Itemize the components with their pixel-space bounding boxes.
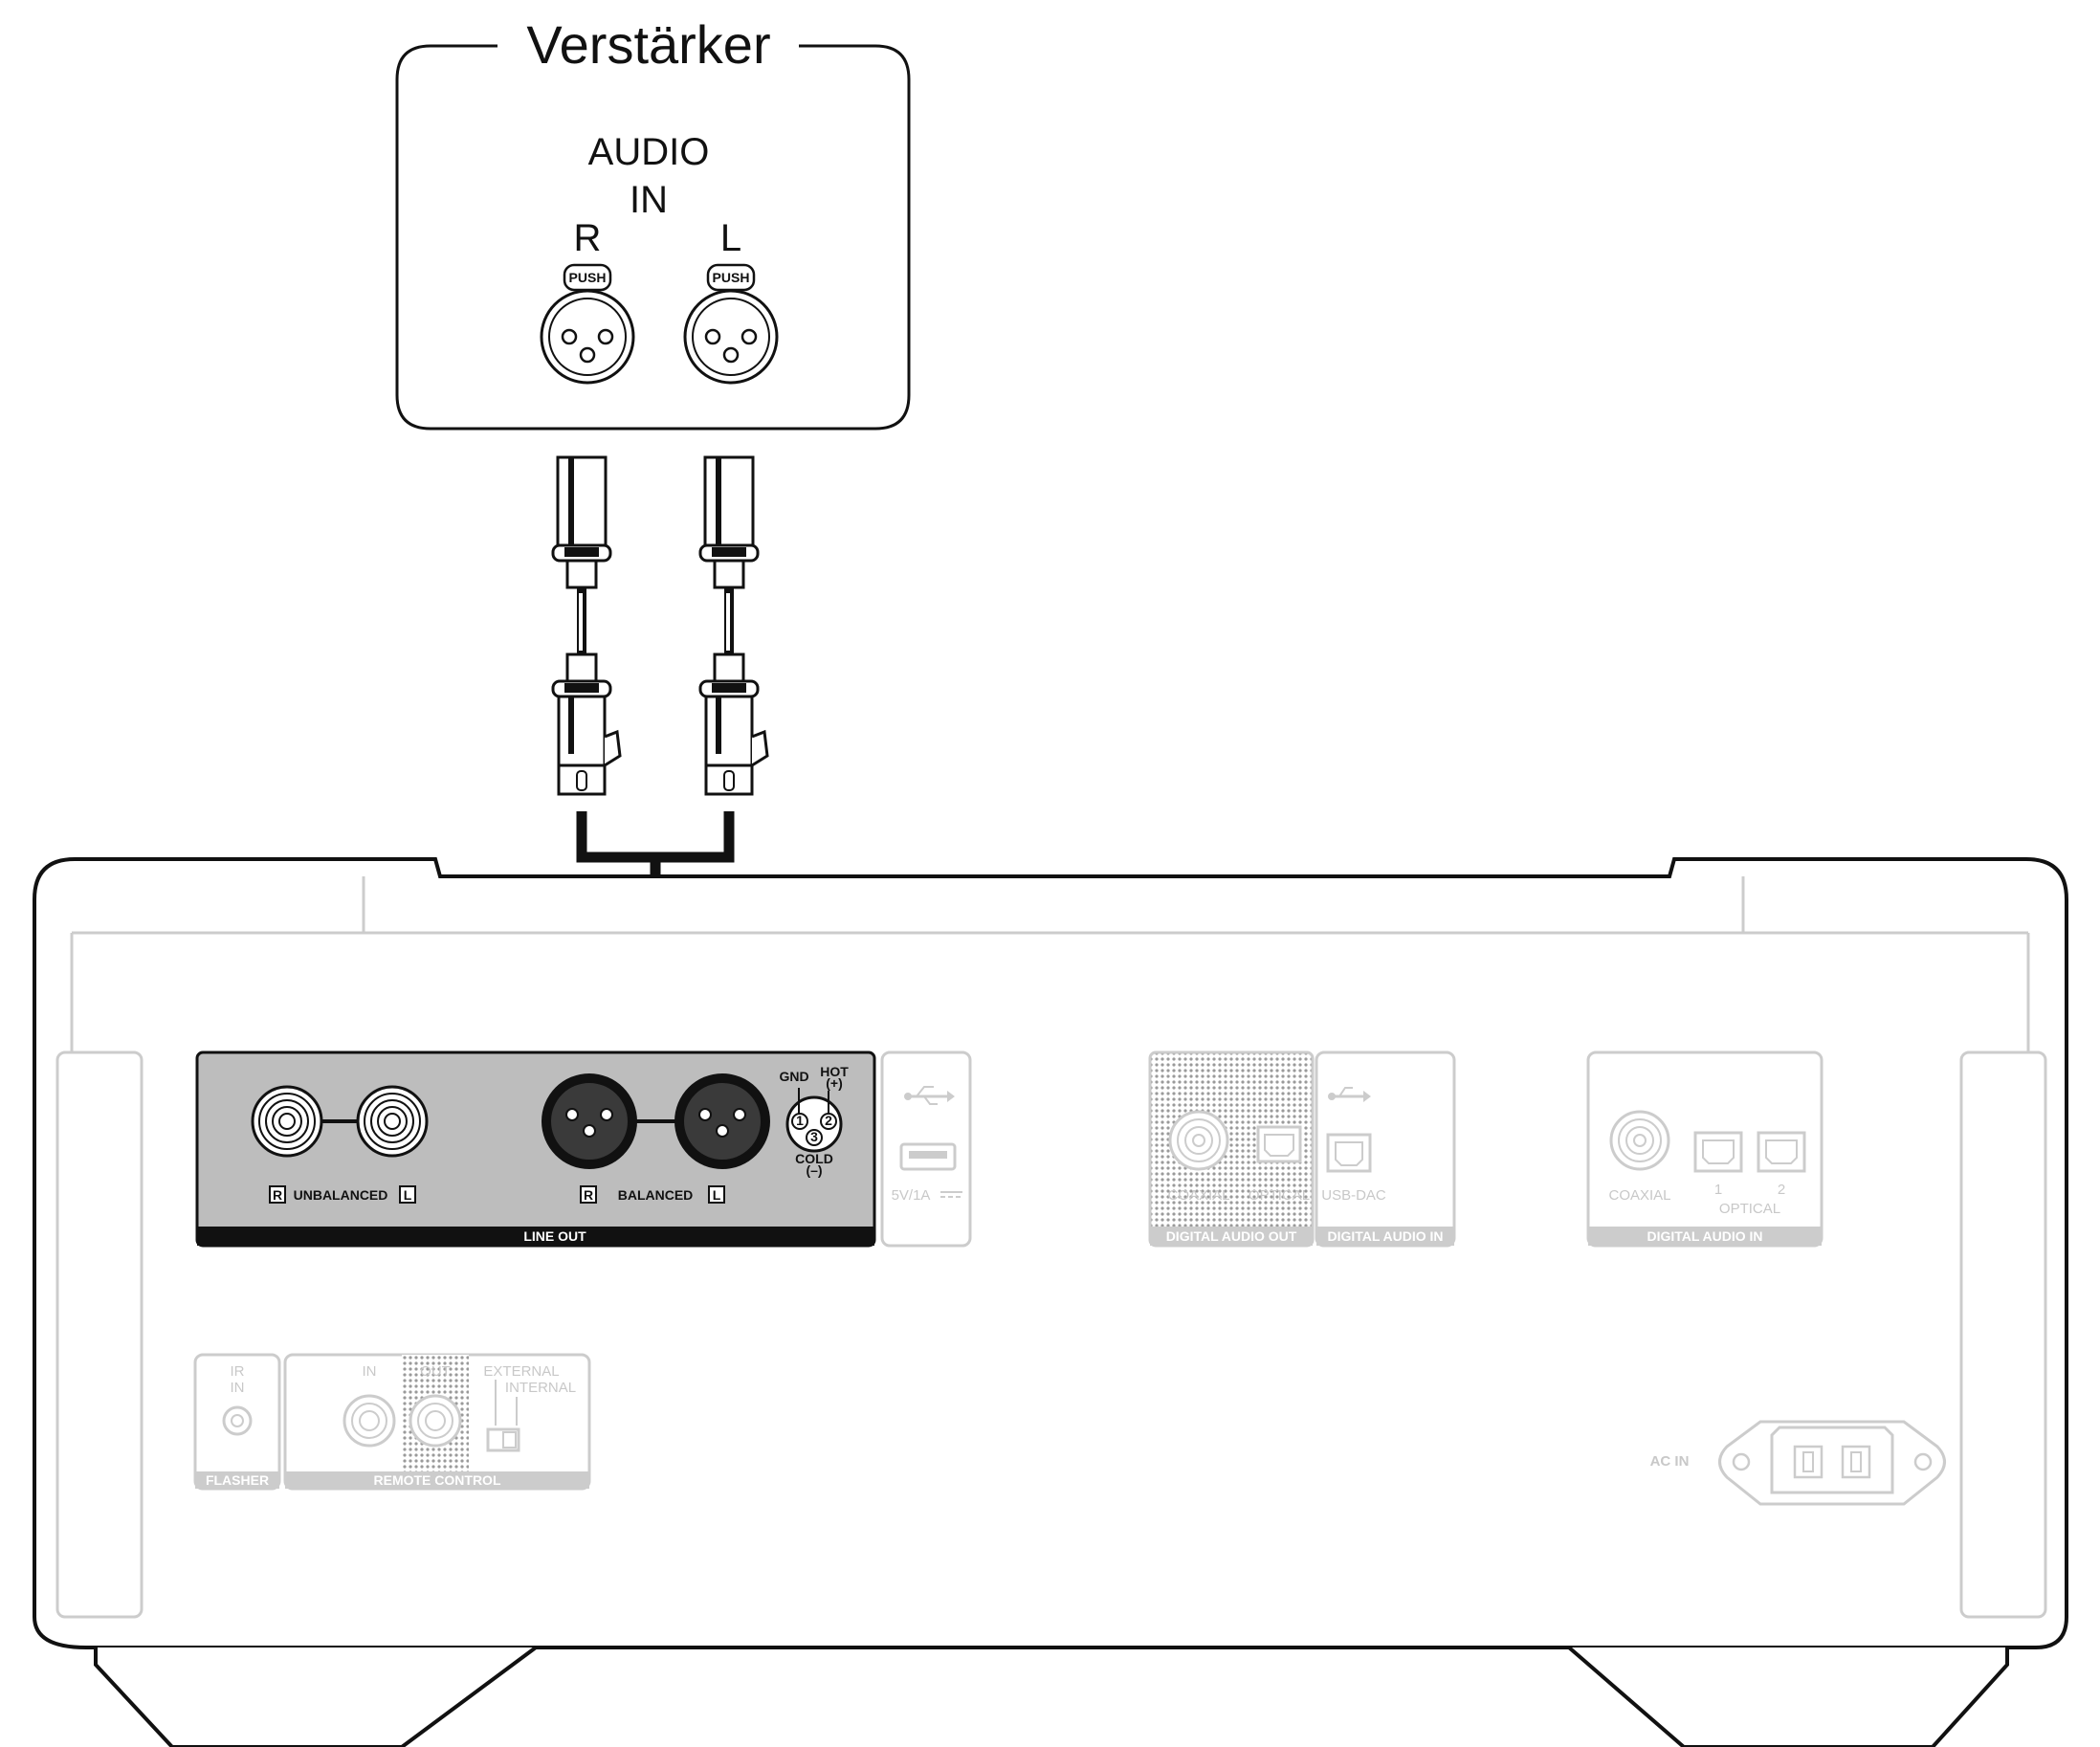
xlr-male-jack-icon	[674, 1073, 770, 1169]
flasher-ir: IR	[231, 1363, 245, 1380]
device-rear-panel	[33, 857, 2068, 1747]
pin-3: 3	[810, 1129, 818, 1144]
pin-gnd: GND	[779, 1069, 808, 1084]
bal-l: L	[713, 1187, 721, 1203]
dai-coaxial: COAXIAL	[1608, 1187, 1670, 1204]
digital-audio-out-panel: DIGITAL AUDIO OUT COAXIAL OPTICAL	[1148, 1050, 1315, 1248]
dai-optical: OPTICAL	[1719, 1201, 1780, 1217]
rc-external: EXTERNAL	[483, 1363, 559, 1380]
amp-channel-r: R	[574, 217, 602, 259]
flasher-label: FLASHER	[206, 1472, 269, 1488]
rca-jack-icon	[1168, 1110, 1229, 1171]
unbal-l: L	[404, 1187, 412, 1203]
line-out-label: LINE OUT	[523, 1228, 586, 1244]
remote-control-label: REMOTE CONTROL	[374, 1472, 501, 1488]
rca-jack-icon	[343, 1394, 396, 1448]
xlr-cable-left	[698, 455, 769, 796]
rc-out: OUT	[420, 1363, 451, 1380]
amplifier-title: Verstärker	[526, 14, 770, 75]
usb-dac-section-label: DIGITAL AUDIO IN	[1327, 1228, 1443, 1244]
pin-hot: HOT	[820, 1064, 849, 1079]
rc-in: IN	[363, 1363, 377, 1380]
rca-jack-icon	[356, 1085, 429, 1158]
audio-in-label-2: IN	[630, 179, 668, 221]
xlr-female-jack-icon: PUSH	[540, 263, 635, 385]
rc-internal: INTERNAL	[505, 1380, 576, 1396]
xlr-male-jack-icon	[542, 1073, 637, 1169]
switch-icon	[486, 1380, 520, 1452]
line-out-panel: LINE OUT R UNBALANCED L	[195, 1050, 876, 1248]
unbalanced-label: UNBALANCED	[294, 1187, 388, 1203]
balanced-label: BALANCED	[618, 1187, 694, 1203]
rca-jack-icon	[251, 1085, 323, 1158]
usb-port: 5V/1A	[880, 1050, 972, 1248]
push-label-r: PUSH	[569, 270, 607, 285]
dao-optical: OPTICAL	[1249, 1187, 1310, 1204]
dai-opt-1: 1	[1714, 1182, 1722, 1198]
pin-cold-sign: (–)	[806, 1162, 822, 1178]
amp-channel-l: L	[720, 217, 741, 259]
usb-icon	[1328, 1087, 1371, 1102]
flasher-in: IN	[231, 1380, 245, 1396]
ac-inlet: AC IN	[1650, 1420, 1946, 1506]
rca-jack-icon	[1609, 1110, 1670, 1171]
push-label-l: PUSH	[713, 270, 750, 285]
unbal-r: R	[273, 1187, 282, 1203]
optical-jack-icon	[1757, 1131, 1806, 1173]
usb-dac-label: USB-DAC	[1321, 1187, 1386, 1204]
ac-in-label: AC IN	[1650, 1453, 1690, 1470]
usb-icon	[904, 1086, 955, 1105]
xlr-female-jack-icon: PUSH	[683, 263, 779, 385]
amplifier-box: Verstärker AUDIO IN R L PUSH PUSH	[395, 14, 911, 431]
audio-in-label: AUDIO	[588, 131, 710, 173]
xlr-cable-right	[551, 455, 622, 796]
digital-audio-in-label: DIGITAL AUDIO IN	[1647, 1228, 1762, 1244]
pin-1: 1	[796, 1113, 804, 1128]
usb-label: 5V/1A	[892, 1187, 931, 1204]
pin-hot-sign: (+)	[826, 1075, 843, 1091]
usb-b-icon	[1326, 1133, 1372, 1173]
xlr-pin-diagram: GND HOT (+) 1 2 3 COLD (–)	[779, 1064, 849, 1178]
digital-audio-out-label: DIGITAL AUDIO OUT	[1166, 1228, 1297, 1244]
digital-audio-in-panel: DIGITAL AUDIO IN COAXIAL 1 2 OPTICAL	[1586, 1050, 1824, 1248]
flasher-panel: FLASHER IR IN	[193, 1353, 281, 1491]
bal-r: R	[584, 1187, 593, 1203]
remote-control-panel: REMOTE CONTROL IN OUT EXTERNAL INTERNAL	[283, 1353, 591, 1491]
ac-inlet-icon	[1718, 1420, 1946, 1506]
dao-coaxial: COAXIAL	[1167, 1187, 1229, 1204]
optical-jack-icon	[1256, 1125, 1302, 1163]
optical-jack-icon	[1693, 1131, 1743, 1173]
pin-2: 2	[825, 1113, 832, 1128]
dai-opt-2: 2	[1778, 1182, 1785, 1198]
rca-jack-icon	[409, 1394, 462, 1448]
pin-cold: COLD	[795, 1151, 833, 1166]
usb-dac-panel: DIGITAL AUDIO IN USB-DAC	[1315, 1050, 1456, 1248]
